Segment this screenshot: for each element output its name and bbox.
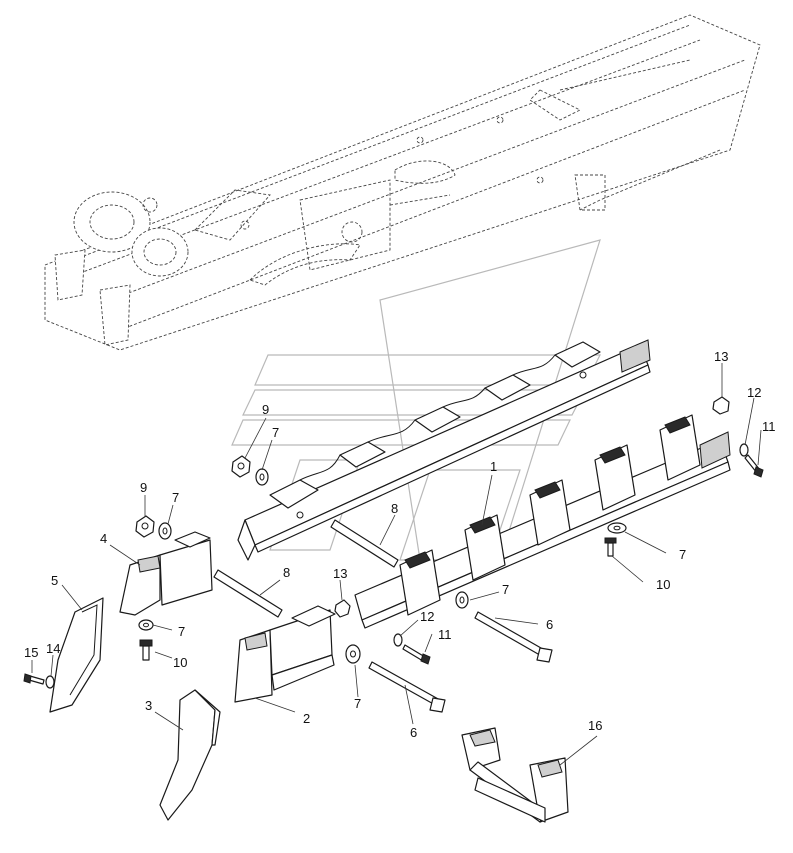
- callout-13-a: 13: [333, 566, 347, 581]
- nut-part-13-a: [334, 599, 351, 618]
- pin-part-8-upper: [330, 519, 399, 568]
- callout-12-a: 12: [420, 609, 434, 624]
- washer-part-7-f: [345, 644, 361, 664]
- washer-part-14: [45, 675, 55, 689]
- callout-5: 5: [51, 573, 58, 588]
- callout-6-left: 6: [410, 725, 417, 740]
- bolt-part-11-a: [402, 644, 431, 665]
- callout-7-c: 7: [178, 624, 185, 639]
- callout-7-a: 7: [272, 425, 279, 440]
- callout-7-b: 7: [172, 490, 179, 505]
- plate-part-5: [49, 597, 104, 713]
- washer-part-12-b: [739, 443, 749, 457]
- callout-9-a: 9: [262, 402, 269, 417]
- callout-11-b: 11: [762, 419, 776, 434]
- washer-part-7-a: [255, 468, 269, 486]
- callout-15: 15: [24, 645, 38, 660]
- bolt-part-6-left: [368, 661, 446, 713]
- callout-16: 16: [588, 718, 602, 733]
- bolt-part-15: [23, 673, 45, 685]
- bolt-part-10-b: [604, 537, 617, 557]
- callout-8-lower: 8: [283, 565, 290, 580]
- callout-12-b: 12: [747, 385, 761, 400]
- lower-track-rail: [354, 414, 731, 629]
- callout-9-b: 9: [140, 480, 147, 495]
- pin-part-8-lower: [213, 569, 283, 618]
- callout-2: 2: [303, 711, 310, 726]
- washer-part-12-a: [393, 633, 403, 647]
- callout-7-d: 7: [679, 547, 686, 562]
- callout-7-e: 7: [502, 582, 509, 597]
- washer-part-7-d: [607, 522, 627, 534]
- callout-1: 1: [490, 459, 497, 474]
- callout-labels: 1 2 3 4 5 6 6 7 7 7 7 7 7 8 8 9 9 10 10 …: [24, 349, 776, 740]
- machine-frame: [44, 14, 761, 351]
- callout-8-upper: 8: [391, 501, 398, 516]
- bracket-part-2: [234, 605, 336, 703]
- callout-10-b: 10: [656, 577, 670, 592]
- callout-13-b: 13: [714, 349, 728, 364]
- callout-11-a: 11: [438, 627, 452, 642]
- callout-4: 4: [100, 531, 107, 546]
- washer-part-7-c: [138, 619, 154, 631]
- callout-14: 14: [46, 641, 60, 656]
- callout-7-f: 7: [354, 696, 361, 711]
- bolt-part-6-right: [474, 611, 553, 663]
- nut-part-9-a: [231, 455, 251, 478]
- callout-6-right: 6: [546, 617, 553, 632]
- saddle-part-16: [461, 727, 569, 823]
- washer-part-7-e: [455, 591, 469, 609]
- nut-part-13-b: [712, 396, 730, 415]
- washer-part-7-b: [158, 522, 172, 540]
- leader-lines: [31, 363, 762, 766]
- callout-3: 3: [145, 698, 152, 713]
- upper-track-rail: [237, 339, 651, 561]
- bolt-part-11-b: [744, 454, 764, 478]
- plate-part-3: [159, 689, 221, 821]
- callout-10-a: 10: [173, 655, 187, 670]
- bracket-part-4: [119, 531, 213, 616]
- bolt-part-10-a: [139, 639, 153, 661]
- nut-part-9-b: [135, 515, 155, 538]
